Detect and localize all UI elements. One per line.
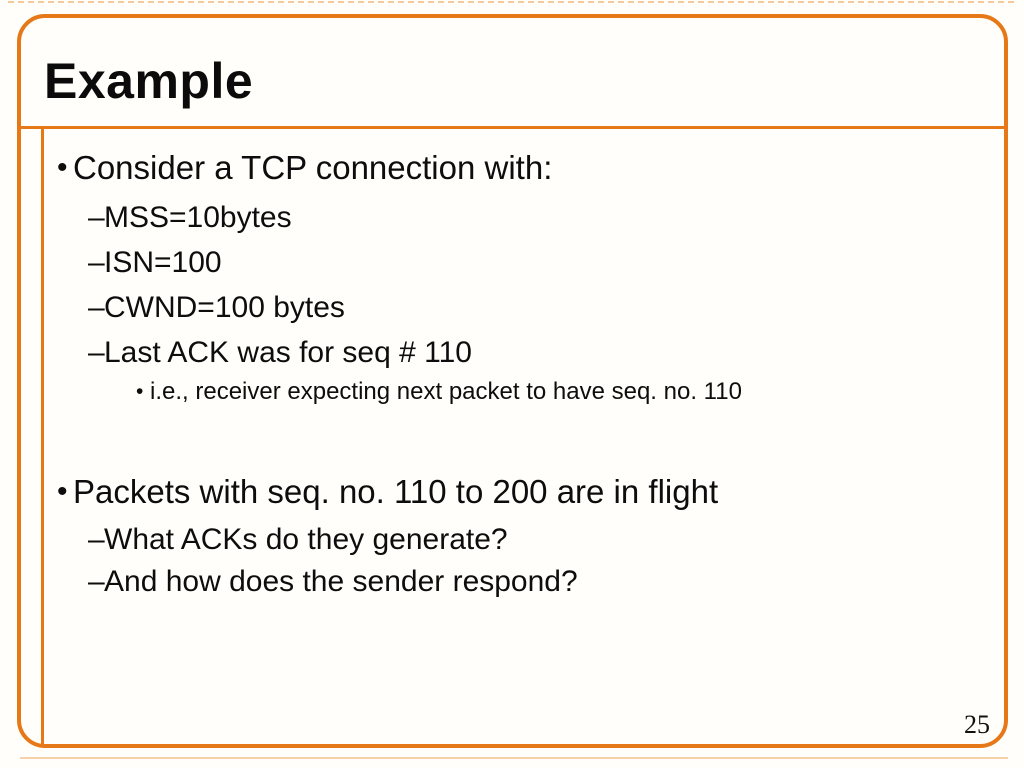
page-title: Example bbox=[44, 53, 254, 109]
bullet-text: And how does the sender respond? bbox=[104, 565, 578, 598]
dash-marker: – bbox=[88, 565, 105, 598]
bullet-text: Packets with seq. no. 110 to 200 are in … bbox=[73, 473, 719, 510]
slide-border-frame bbox=[17, 14, 1008, 748]
top-edge-dashed-line bbox=[8, 1, 1014, 3]
bullet-item-level3: • i.e., receiver expecting next packet t… bbox=[136, 379, 742, 405]
dash-marker: – bbox=[88, 523, 105, 556]
bullet-text: Last ACK was for seq # 110 bbox=[104, 336, 472, 369]
bullet-item-level2: – What ACKs do they generate? bbox=[88, 523, 508, 556]
bullet-marker: • bbox=[136, 380, 144, 403]
bullet-item-level2: – Last ACK was for seq # 110 bbox=[88, 336, 472, 369]
bottom-edge-line bbox=[20, 757, 1008, 759]
bullet-text: i.e., receiver expecting next packet to … bbox=[150, 378, 742, 405]
bullet-marker: • bbox=[57, 475, 68, 508]
bullet-text: MSS=10bytes bbox=[104, 201, 292, 234]
dash-marker: – bbox=[88, 291, 105, 324]
bullet-item-level2: – MSS=10bytes bbox=[88, 201, 292, 234]
dash-marker: – bbox=[88, 201, 105, 234]
bullet-text: What ACKs do they generate? bbox=[104, 523, 508, 556]
bullet-item-level1: • Consider a TCP connection with: bbox=[57, 150, 552, 186]
bullet-text: ISN=100 bbox=[104, 246, 222, 279]
bullet-item-level2: – CWND=100 bytes bbox=[88, 291, 345, 324]
title-separator-line bbox=[17, 126, 1008, 129]
page-number: 25 bbox=[964, 710, 990, 739]
bullet-item-level2: – And how does the sender respond? bbox=[88, 565, 578, 598]
dash-marker: – bbox=[88, 246, 105, 279]
bullet-text: CWND=100 bytes bbox=[104, 291, 345, 324]
dash-marker: – bbox=[88, 336, 105, 369]
bullet-marker: • bbox=[57, 151, 68, 184]
bullet-item-level1: • Packets with seq. no. 110 to 200 are i… bbox=[57, 474, 718, 510]
left-accent-line bbox=[41, 129, 44, 746]
bullet-item-level2: – ISN=100 bbox=[88, 246, 222, 279]
bullet-text: Consider a TCP connection with: bbox=[73, 149, 553, 186]
